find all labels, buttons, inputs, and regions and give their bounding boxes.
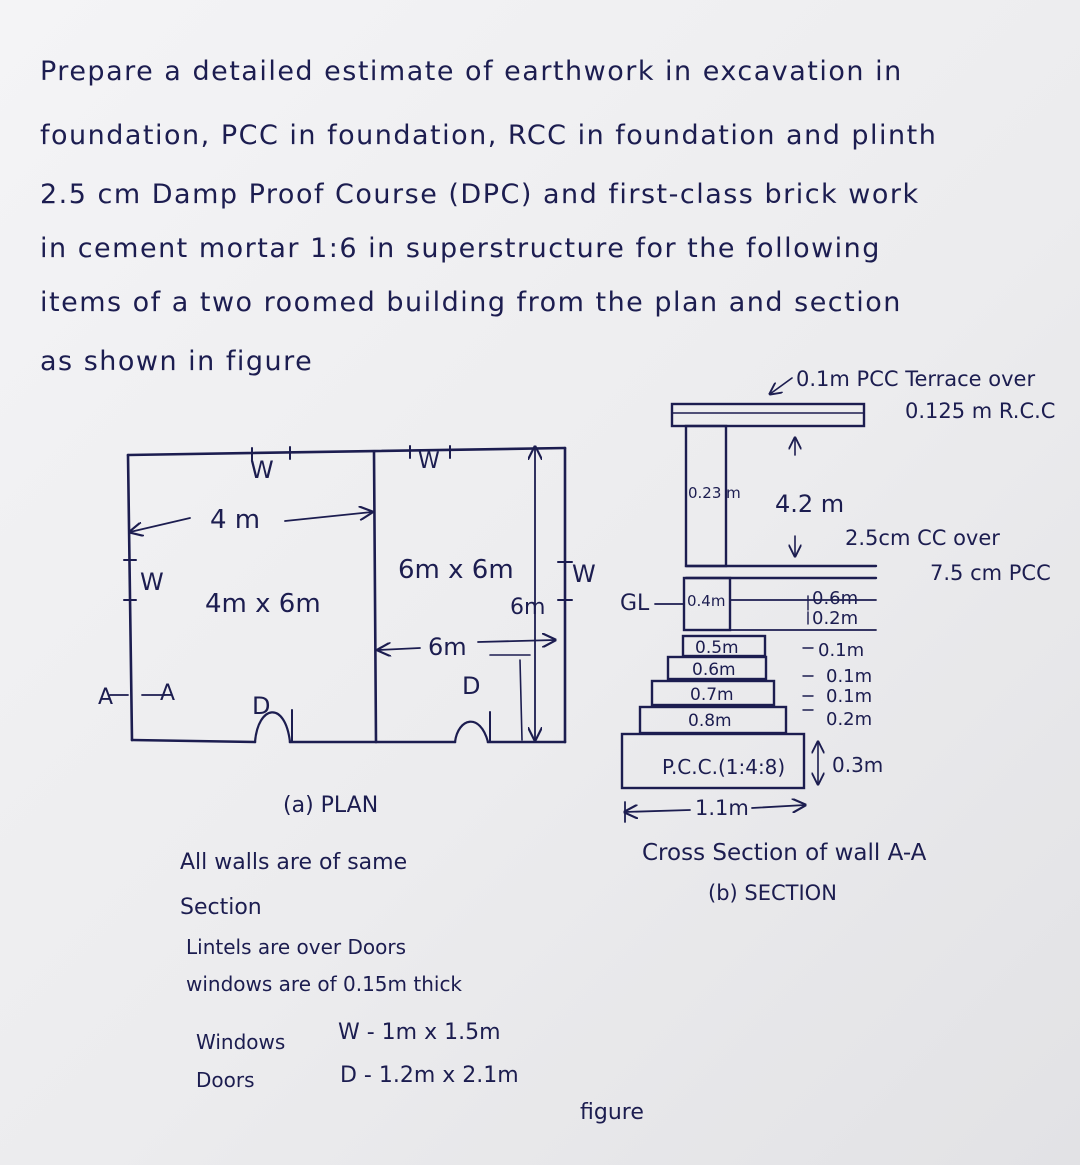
section-roof-slab <box>670 402 866 428</box>
section-step-height-4: 0.2m <box>826 709 872 730</box>
plan-partition-wall <box>372 450 378 744</box>
plan-window-left: W <box>140 568 164 596</box>
note-windows-value: W - 1m x 1.5m <box>338 1020 501 1045</box>
plan-window-top-right: W <box>418 449 440 474</box>
plan-dim-right-width: 6m <box>428 633 467 661</box>
section-pcc-width: 1.1m <box>695 796 749 820</box>
note-windows-label: Windows <box>196 1030 286 1054</box>
plan-top-wall <box>126 446 567 457</box>
section-step-width-1: 0.5m <box>695 638 739 658</box>
plan-door-right: D <box>462 672 480 700</box>
section-footing-step-2 <box>666 655 768 681</box>
section-pcc-height: 0.3m <box>832 753 883 777</box>
section-step-height-2: 0.1m <box>826 666 872 687</box>
plan-room-right: 6m x 6m <box>398 555 514 585</box>
section-pcc-bed <box>620 732 806 790</box>
plan-room-left: 4m x 6m <box>205 589 321 619</box>
plan-left-wall <box>126 453 134 742</box>
section-step-width-2: 0.6m <box>692 660 736 680</box>
section-slab-note-1: 0.1m PCC Terrace over <box>796 367 1035 391</box>
section-caption-1: Cross Section of wall A-A <box>642 840 927 866</box>
door-left-swing <box>253 711 292 744</box>
plan-dim-height: 6m <box>510 595 545 620</box>
plan-door-left: D <box>252 692 270 720</box>
section-plinth-width: 0.4m <box>687 592 725 610</box>
problem-line-4: in cement mortar 1:6 in superstructure f… <box>40 233 881 264</box>
problem-line-5: items of a two roomed building from the … <box>40 287 902 318</box>
plan-window-right: W <box>572 560 596 588</box>
section-wall-thickness: 0.23 m <box>688 484 741 502</box>
section-pcc-label: P.C.C.(1:4:8) <box>662 755 785 779</box>
plan-caption: (a) PLAN <box>283 793 378 818</box>
note-doors-value: D - 1.2m x 2.1m <box>340 1063 519 1088</box>
section-step-height-3: 0.1m <box>826 686 872 707</box>
problem-line-1: Prepare a detailed estimate of earthwork… <box>40 56 903 87</box>
section-dpc-note-1: 2.5cm CC over <box>845 526 1000 550</box>
section-step-width-4: 0.8m <box>688 711 732 731</box>
section-step-width-3: 0.7m <box>690 685 734 705</box>
plan-section-mark-left: A <box>98 685 113 710</box>
section-plinth-height-1: 0.6m <box>812 588 858 609</box>
door-right-swing <box>453 720 490 744</box>
section-footing-step-3 <box>650 679 776 707</box>
wall-section <box>620 377 878 823</box>
note-doors-label: Doors <box>196 1068 255 1092</box>
note-line-2: Section <box>180 895 262 920</box>
section-slab-note-2: 0.125 m R.C.C <box>905 399 1055 423</box>
plan-section-mark-right: A <box>160 681 175 706</box>
problem-line-3: 2.5 cm Damp Proof Course (DPC) and first… <box>40 179 920 210</box>
section-wall-height: 4.2 m <box>775 490 844 518</box>
section-plinth-height-2: 0.2m <box>812 608 858 629</box>
plan-bottom-wall <box>130 738 567 744</box>
floor-plan <box>109 445 573 744</box>
note-line-3: Lintels are over Doors <box>186 935 407 959</box>
section-ground-level: GL <box>620 591 650 616</box>
problem-statement: Prepare a detailed estimate of earthwork… <box>40 40 1070 394</box>
section-dpc-note-2: 7.5 cm PCC <box>930 561 1051 585</box>
note-line-1: All walls are of same <box>180 850 408 875</box>
section-dpc <box>684 564 878 580</box>
problem-line-2: foundation, PCC in foundation, RCC in fo… <box>40 120 938 151</box>
note-line-4: windows are of 0.15m thick <box>186 972 463 996</box>
note-figure: figure <box>580 1100 644 1125</box>
section-step-height-1: 0.1m <box>818 640 864 661</box>
plan-dim-left-width: 4 m <box>210 505 260 535</box>
problem-line-6: as shown in figure <box>40 346 314 377</box>
plan-window-top-left: W <box>250 456 274 484</box>
section-caption-2: (b) SECTION <box>708 881 837 905</box>
